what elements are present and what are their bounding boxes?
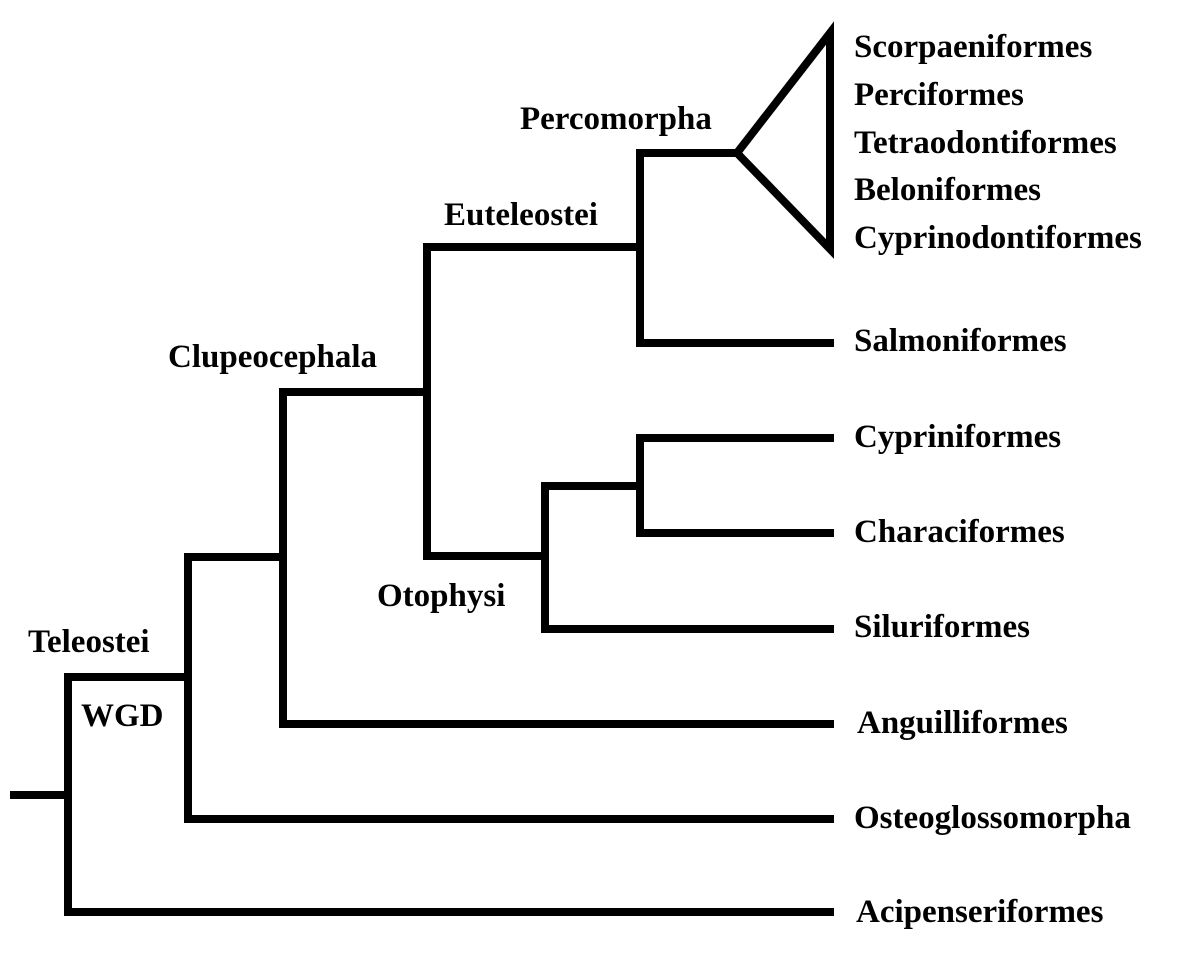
otophysi-label: Otophysi [377, 578, 505, 614]
percomorpha-label: Percomorpha [520, 101, 712, 137]
clupeocephala-label: Clupeocephala [168, 339, 377, 375]
leaf-label-beloniformes: Beloniformes [854, 172, 1041, 208]
leaf-label-cyprinodontiformes: Cyprinodontiformes [854, 220, 1142, 256]
leaf-label-characiformes: Characiformes [854, 514, 1065, 550]
leaf-label-tetraodontiformes: Tetraodontiformes [854, 125, 1117, 161]
euteleostei-label: Euteleostei [444, 197, 598, 233]
leaf-label-acipenseriformes: Acipenseriformes [856, 894, 1104, 930]
leaf-label-perciformes: Perciformes [854, 77, 1024, 113]
percomorpha-collapsed-triangle [731, 21, 834, 259]
leaf-label-cypriniformes: Cypriniformes [854, 419, 1061, 455]
teleostei-label: Teleostei [28, 624, 150, 660]
leaf-label-anguilliformes: Anguilliformes [857, 705, 1068, 741]
leaf-label-salmoniformes: Salmoniformes [854, 323, 1067, 359]
wgd-label: WGD [81, 698, 164, 734]
leaf-label-osteoglossomorpha: Osteoglossomorpha [854, 800, 1131, 836]
leaf-label-scorpaeniformes: Scorpaeniformes [854, 29, 1092, 65]
leaf-label-siluriformes: Siluriformes [854, 609, 1030, 645]
